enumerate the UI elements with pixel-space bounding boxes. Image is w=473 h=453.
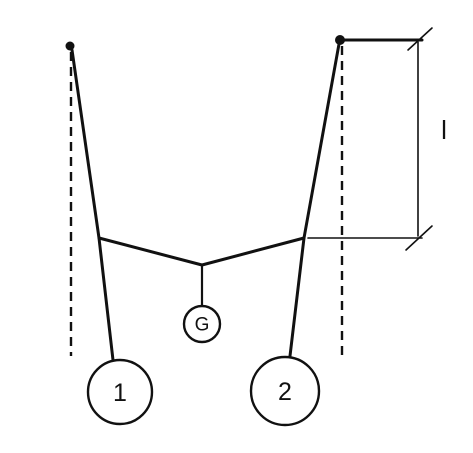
string-1-lower bbox=[97, 236, 115, 362]
dimension-tick-bottom bbox=[405, 225, 433, 251]
dimension-tick-top bbox=[407, 27, 433, 51]
mass-1 bbox=[86, 358, 154, 426]
pivot-2 bbox=[335, 35, 345, 45]
mass-1-label: 1 bbox=[113, 379, 127, 407]
coupling-weight-label: G bbox=[195, 315, 210, 336]
coupling-thread-left bbox=[97, 236, 204, 267]
coupling-thread-right bbox=[200, 236, 306, 267]
length-label: l bbox=[441, 115, 447, 145]
coupling-weight bbox=[182, 304, 222, 344]
string-1-upper bbox=[70, 48, 101, 240]
string-2-lower bbox=[288, 236, 306, 358]
mass-2-label: 2 bbox=[278, 378, 292, 406]
pivot-1 bbox=[65, 41, 75, 51]
mass-2 bbox=[249, 355, 321, 427]
string-2-upper bbox=[302, 42, 341, 240]
